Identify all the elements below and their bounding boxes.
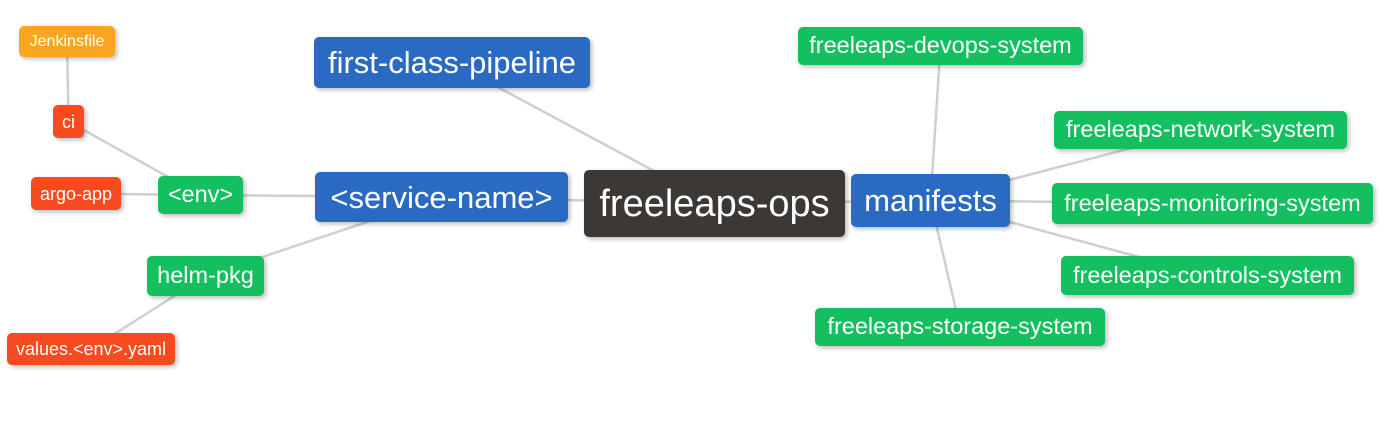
node-freeleaps-storage-system[interactable]: freeleaps-storage-system [815,308,1105,346]
node-label: values.<env>.yaml [15,339,167,359]
node-env[interactable]: <env> [158,176,243,214]
node-label: argo-app [39,183,113,204]
node-label: freeleaps-controls-system [1072,261,1343,288]
node-helm-pkg[interactable]: helm-pkg [147,256,264,296]
node-label: freeleaps-storage-system [827,313,1093,340]
node-label: Jenkinsfile [29,32,105,50]
node-service-name[interactable]: <service-name> [315,172,568,222]
node-freeleaps-ops[interactable]: freeleaps-ops [584,170,845,237]
node-jenkinsfile[interactable]: Jenkinsfile [19,26,115,57]
node-first-class-pipeline[interactable]: first-class-pipeline [314,37,590,88]
node-ci[interactable]: ci [53,105,84,138]
node-label: <env> [167,181,234,208]
node-label: freeleaps-network-system [1065,116,1336,143]
node-values-env-yaml[interactable]: values.<env>.yaml [7,333,175,365]
node-argo-app[interactable]: argo-app [31,177,121,210]
node-label: ci [62,111,75,132]
node-freeleaps-network-system[interactable]: freeleaps-network-system [1054,111,1347,149]
node-freeleaps-devops-system[interactable]: freeleaps-devops-system [798,27,1083,65]
node-label: first-class-pipeline [327,45,577,80]
node-freeleaps-controls-system[interactable]: freeleaps-controls-system [1061,256,1354,295]
node-label: freeleaps-ops [599,182,830,225]
node-label: freeleaps-monitoring-system [1064,189,1361,216]
node-freeleaps-monitoring-system[interactable]: freeleaps-monitoring-system [1052,183,1373,224]
node-label: <service-name> [330,179,553,215]
node-manifests[interactable]: manifests [851,174,1010,227]
node-label: freeleaps-devops-system [809,32,1072,59]
node-label: manifests [864,183,997,218]
node-label: helm-pkg [157,262,254,289]
